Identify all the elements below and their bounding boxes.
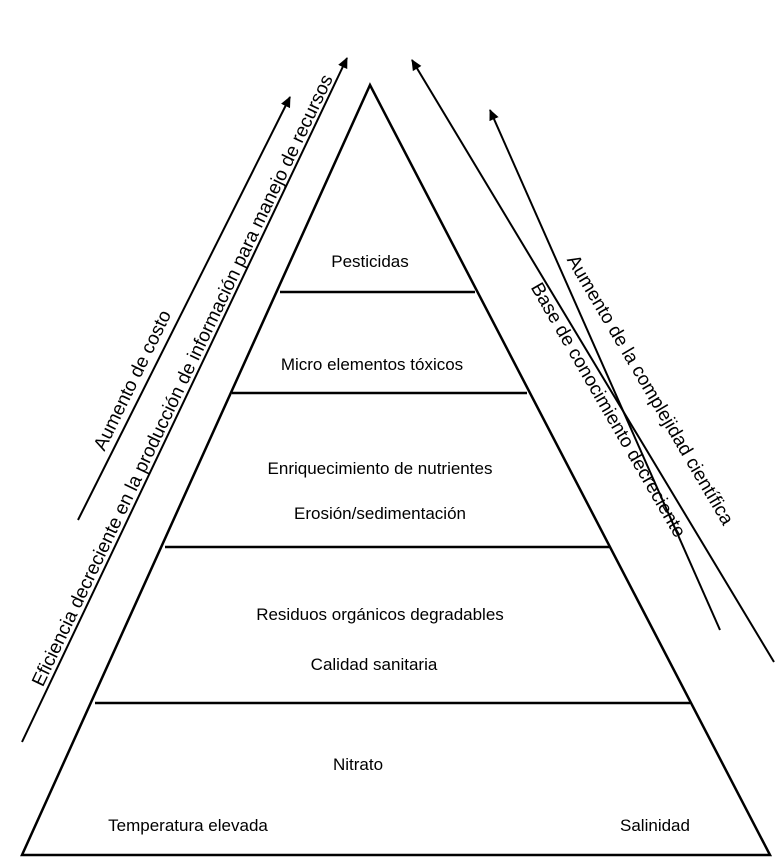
layer-label-residuos: Residuos orgánicos degradables bbox=[256, 605, 504, 624]
arrow-right-outer bbox=[411, 59, 775, 663]
pyramid-outline bbox=[20, 82, 773, 857]
layer-label-enriquecimiento: Enriquecimiento de nutrientes bbox=[268, 459, 493, 478]
arrow-label-eficiencia: Eficiencia decreciente en la producción … bbox=[28, 72, 338, 690]
layer-label-temperatura: Temperatura elevada bbox=[108, 816, 268, 835]
arrow-right-inner bbox=[489, 109, 721, 631]
layer-label-pesticidas: Pesticidas bbox=[331, 252, 408, 271]
layer-label-erosion: Erosión/sedimentación bbox=[294, 504, 466, 523]
layer-label-nitrato: Nitrato bbox=[333, 755, 383, 774]
arrow-left-inner bbox=[77, 96, 291, 521]
layer-label-salinidad: Salinidad bbox=[620, 816, 690, 835]
layer-label-calidad: Calidad sanitaria bbox=[311, 655, 438, 674]
layer-label-micro-elementos: Micro elementos tóxicos bbox=[281, 355, 463, 374]
arrow-left-outer bbox=[21, 57, 348, 743]
